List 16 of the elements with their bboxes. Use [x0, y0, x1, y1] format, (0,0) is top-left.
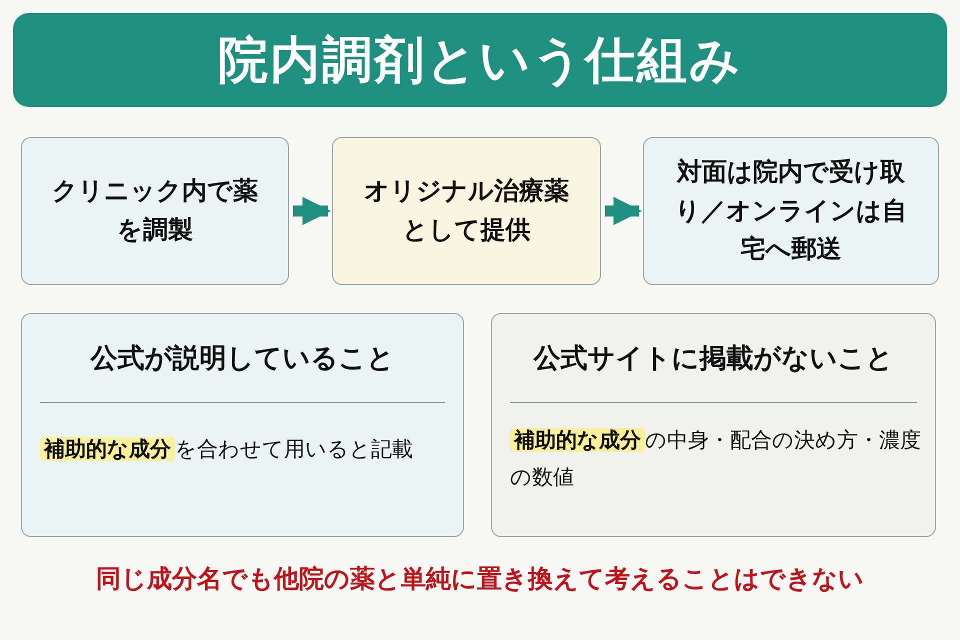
- process-box: [332, 137, 601, 285]
- process-box: [643, 137, 939, 285]
- note-text: 同じ成分名でも他院の薬と単純に置き換えて考えることはできない: [95, 563, 865, 595]
- panel-text: 補助的な成分を合わせて用いると記載: [40, 431, 449, 468]
- box-label: オリジナル治療薬として提供: [363, 175, 570, 246]
- process-box: [21, 137, 289, 285]
- box-label: 対面は院内で受け取り／オンラインは自宅へ郵送: [674, 156, 908, 266]
- box-label: クリニック内で薬を調製: [51, 175, 259, 246]
- panel-heading: 公式が説明していること: [90, 342, 394, 376]
- panel-text: 補助的な成分の中身・配合の決め方・濃度の数値: [510, 427, 921, 491]
- panel-heading: 公式サイトに掲載がないこと: [534, 342, 894, 376]
- arrow: [293, 196, 331, 226]
- title-banner: 院内調剤という仕組み: [13, 13, 947, 107]
- arrow: [605, 196, 642, 226]
- info-panel: [491, 313, 936, 537]
- info-panel: [21, 313, 464, 537]
